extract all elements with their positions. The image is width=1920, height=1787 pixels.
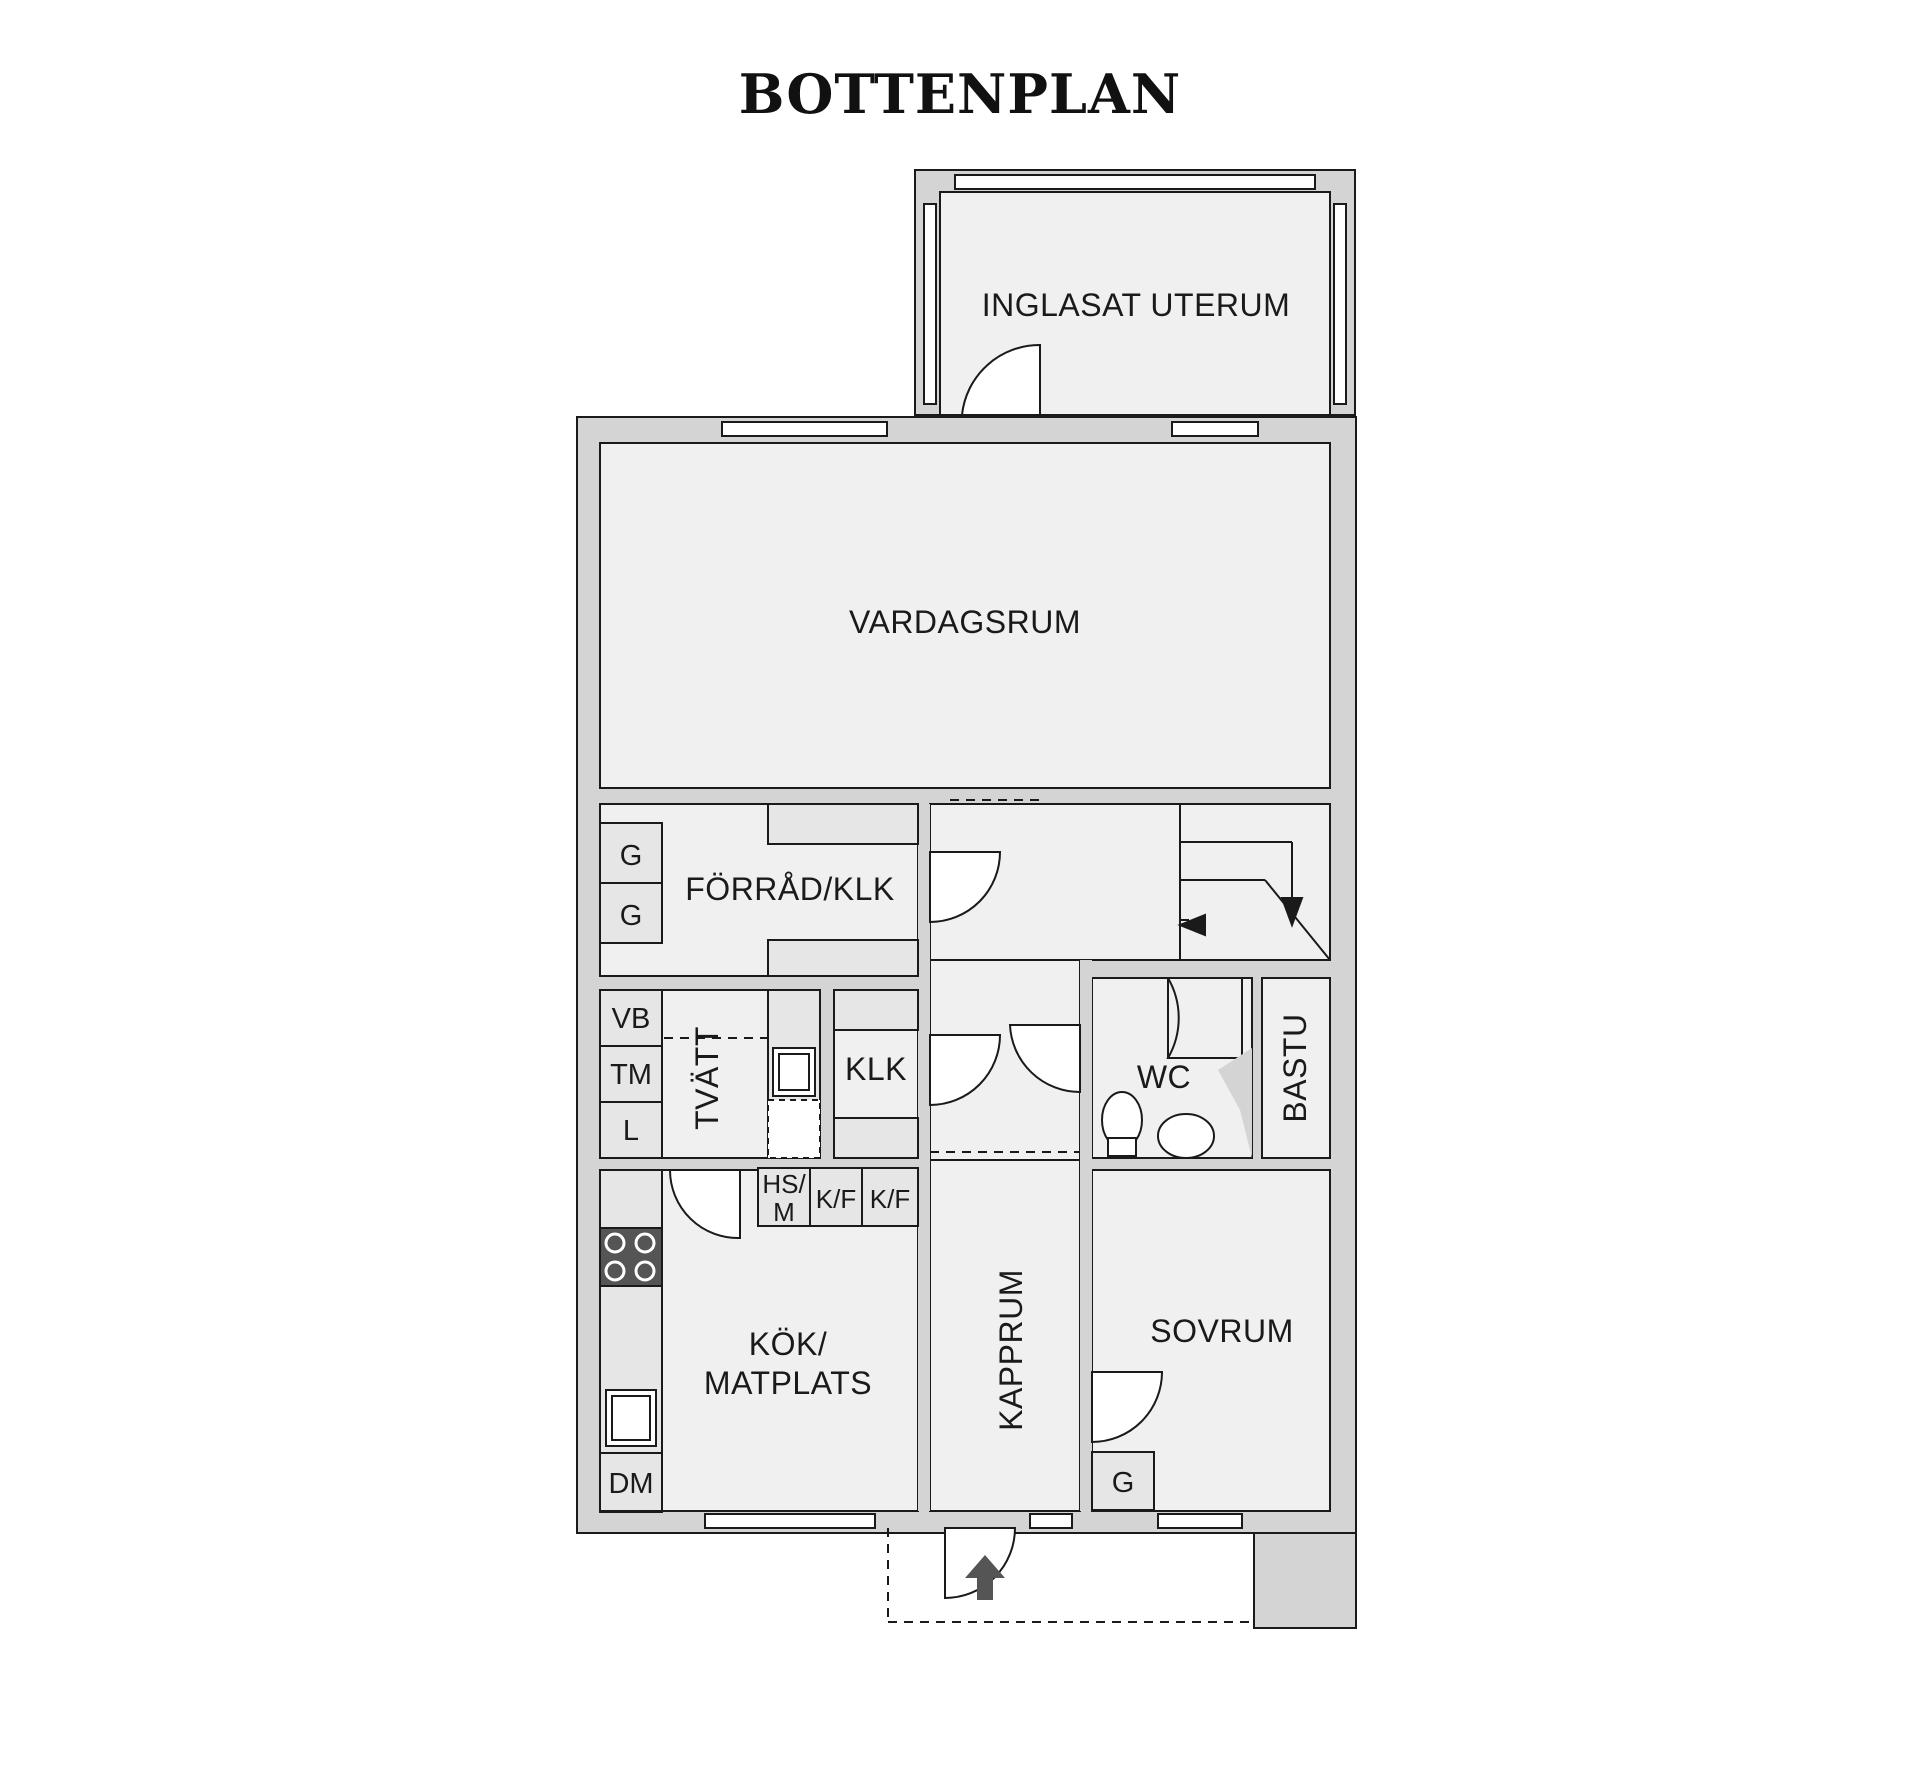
room-label-kapprum: KAPPRUM [993, 1269, 1029, 1431]
tvatt-fixtures [599, 989, 919, 1227]
bastu-floor [1261, 977, 1331, 1159]
fixture-label-g3: G [1112, 1467, 1135, 1499]
entrance-arrow [965, 1555, 1005, 1600]
fixture-label-hs-1: HS/ [762, 1169, 806, 1199]
fixture-label-l: L [623, 1115, 639, 1147]
wc-sink [1157, 1113, 1215, 1159]
room-label-tvatt: TVÄTT [689, 1026, 725, 1130]
room-label-bastu: BASTU [1277, 1013, 1313, 1122]
fixture-label-tm: TM [610, 1059, 652, 1091]
stair [1177, 804, 1331, 961]
g-box-1 [599, 822, 663, 884]
room-label-sovrum: SOVRUM [1150, 1313, 1293, 1349]
doors [668, 343, 1164, 1600]
g-box-2 [599, 882, 663, 944]
shelves [599, 803, 919, 977]
fixture-label-g1: G [620, 840, 643, 872]
room-label-kok-1: KÖK/ [749, 1326, 827, 1362]
room-label-forrad: FÖRRÅD/KLK [685, 871, 894, 907]
fixture-label-hs-2: M [773, 1197, 795, 1227]
fixture-label-dm: DM [608, 1468, 653, 1500]
windows [704, 174, 1347, 1529]
hall-upper-floor [929, 803, 1331, 961]
fixture-label-vb: VB [612, 1003, 651, 1035]
fixture-label-kf-2: K/F [870, 1184, 910, 1214]
wc-fixtures [1101, 977, 1252, 1159]
page-title: BOTTENPLAN [738, 62, 1182, 126]
vardagsrum-floor [599, 442, 1331, 789]
room-label-kok-2: MATPLATS [704, 1365, 872, 1401]
fixture-label-g2: G [620, 900, 643, 932]
kitchen-fixtures [599, 1169, 663, 1513]
room-label-vardagsrum: VARDAGSRUM [849, 604, 1081, 640]
room-label-klk: KLK [845, 1051, 907, 1087]
kapprum-floor [929, 1157, 1081, 1512]
g-box-3 [1091, 1451, 1155, 1511]
fixture-label-kf-1: K/F [816, 1184, 856, 1214]
room-label-uterum: INGLASAT UTERUM [982, 287, 1291, 323]
room-label-wc: WC [1137, 1059, 1191, 1095]
